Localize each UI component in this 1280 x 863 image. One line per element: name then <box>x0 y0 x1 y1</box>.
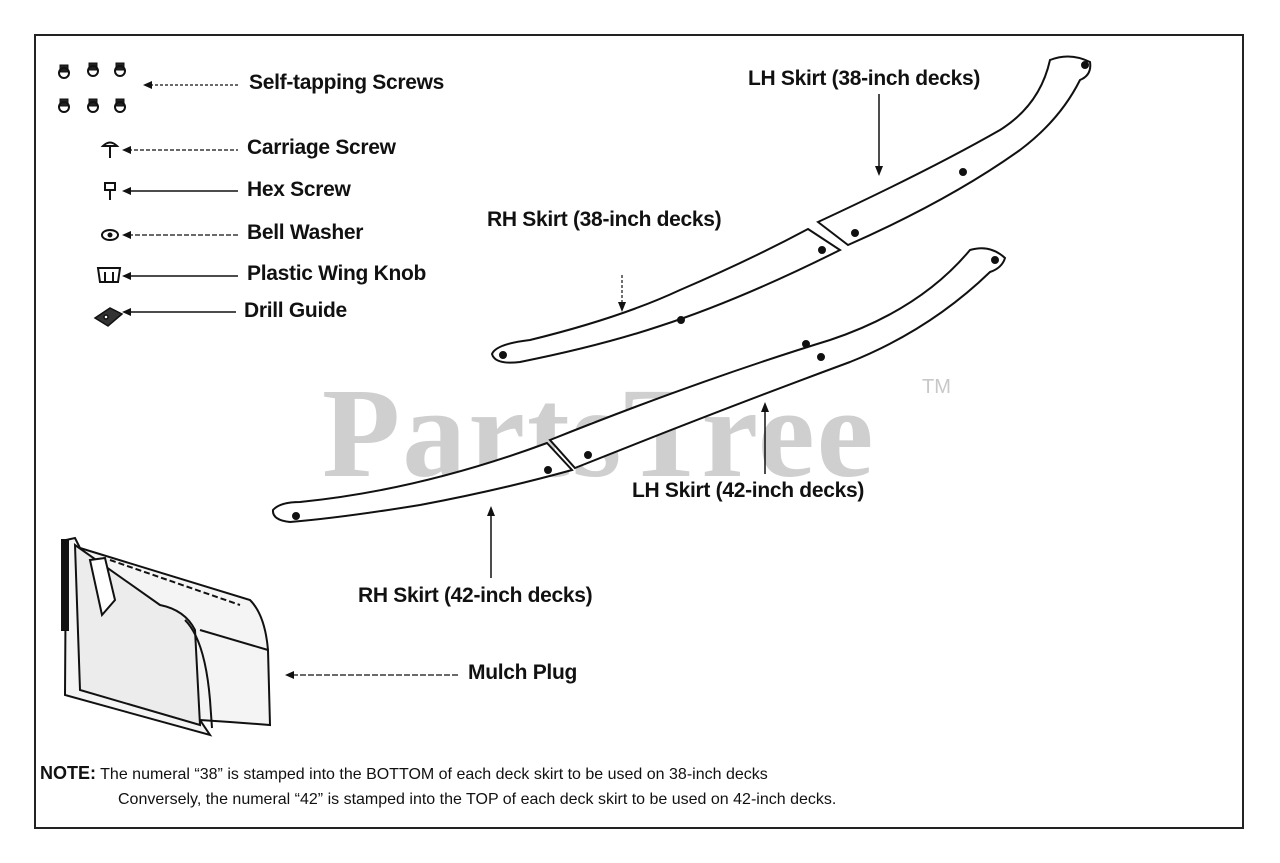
trademark-mark: TM <box>922 376 951 398</box>
label-mulch-plug: Mulch Plug <box>468 661 577 684</box>
lh-skirt-42-shape <box>548 247 1007 470</box>
carriage-screw-icon <box>100 141 120 158</box>
note-text-1: The numeral “38” is stamped into the BOT… <box>100 766 768 783</box>
lh-skirt-38-shape <box>816 55 1092 247</box>
label-drill-guide: Drill Guide <box>244 299 347 322</box>
note-line-1: NOTE: The numeral “38” is stamped into t… <box>40 763 768 784</box>
note-text-2: Conversely, the numeral “42” is stamped … <box>118 791 837 808</box>
label-bell-washer: Bell Washer <box>247 221 364 244</box>
label-plastic-wing-knob: Plastic Wing Knob <box>247 262 427 285</box>
label-carriage-screw: Carriage Screw <box>247 136 396 159</box>
rh-skirt-42-shape <box>271 441 574 524</box>
label-lh-skirt-38: LH Skirt (38-inch decks) <box>748 67 981 90</box>
self-tapping-screws-icon <box>58 62 126 113</box>
label-hex-screw: Hex Screw <box>247 178 351 201</box>
hex-screw-icon <box>104 182 116 200</box>
label-lh-skirt-42: LH Skirt (42-inch decks) <box>632 479 865 502</box>
drill-guide-icon <box>93 307 124 327</box>
mulch-plug-shape <box>61 536 272 737</box>
label-rh-skirt-38: RH Skirt (38-inch decks) <box>487 208 722 231</box>
rh-skirt-38-shape <box>490 227 843 364</box>
diagram-frame <box>34 34 1244 829</box>
plastic-wing-knob-icon <box>96 267 122 283</box>
label-rh-skirt-42: RH Skirt (42-inch decks) <box>358 584 593 607</box>
bell-washer-icon <box>101 229 119 241</box>
note-prefix: NOTE: <box>40 763 96 783</box>
label-self-tapping-screws: Self-tapping Screws <box>249 71 445 94</box>
